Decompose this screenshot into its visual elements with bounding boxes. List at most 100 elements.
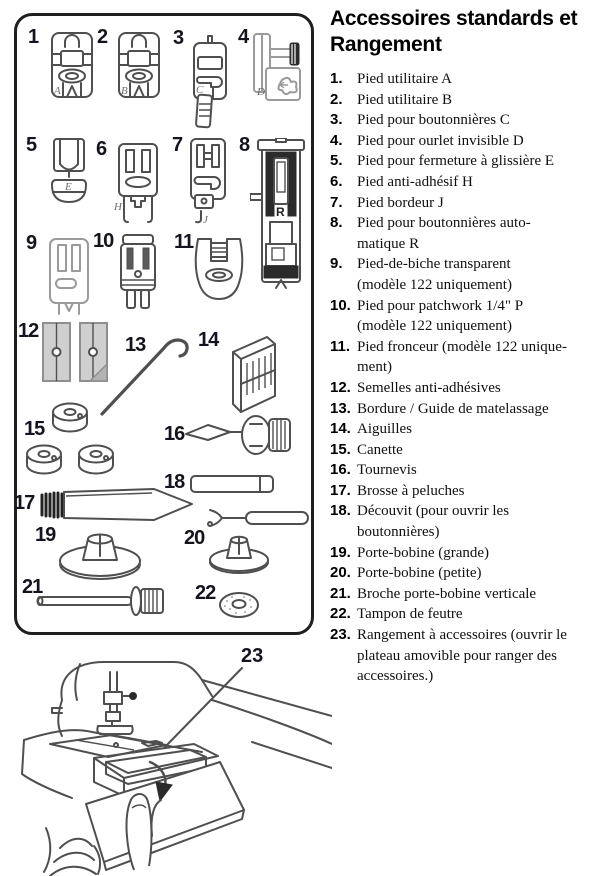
needles-case-icon — [232, 336, 276, 413]
list-item: 19. Porte-bobine (grande) — [330, 543, 601, 564]
list-item: 20.Porte-bobine (petite) — [330, 563, 601, 584]
item-text: Pied pour boutonnières auto- matique R — [357, 215, 531, 252]
diagram-number-6: 6 — [96, 138, 107, 160]
diagram-number-13: 13 — [125, 334, 146, 356]
nonstick-foot-h-icon: H — [113, 143, 158, 223]
item-number: 8. — [330, 214, 343, 232]
accessory-storage-figure — [21, 661, 332, 876]
spool-holder-large-icon — [59, 533, 141, 580]
item-text: Porte-bobine (petite) — [357, 565, 482, 582]
list-item: 22. Tampon de feutre — [330, 604, 601, 625]
item-text: Tournevis — [357, 462, 417, 479]
gathering-foot-icon — [194, 238, 244, 300]
list-item: 10. Pied pour patchwork 1/4" P (modèle 12… — [330, 296, 601, 337]
list-item: 9. Pied-de-biche transparent (modèle 122 … — [330, 254, 601, 295]
diagram-number-20: 20 — [184, 527, 205, 549]
diagram-number-22: 22 — [195, 582, 216, 604]
item-text: Canette — [357, 441, 403, 458]
list-item: 13. Bordure / Guide de matelassage — [330, 399, 601, 420]
diagram-number-1: 1 — [28, 26, 39, 48]
diagram-number-8: 8 — [239, 134, 250, 156]
item-number: 5. — [330, 152, 343, 170]
zipper-foot-e-icon: E — [51, 138, 87, 203]
list-item: 4. Pied pour ourlet invisible D — [330, 131, 601, 152]
item-number: 15. — [330, 440, 351, 458]
diagram-number-17: 17 — [14, 492, 35, 514]
foot-letter: D — [256, 86, 265, 98]
edging-foot-j-icon: J — [190, 138, 226, 226]
transparent-foot-icon — [49, 238, 89, 315]
utility-foot-a-icon: A — [51, 32, 93, 98]
diagram-number-2: 2 — [97, 26, 108, 48]
item-text: Rangement à accessoires (ouvrir le plate… — [357, 627, 567, 685]
item-number: 12. — [330, 378, 351, 396]
diagram-number-7: 7 — [172, 134, 183, 156]
diagram-number-9: 9 — [26, 232, 37, 254]
item-number: 18. — [330, 502, 351, 520]
item-text: Broche porte-bobine verticale — [357, 585, 537, 602]
blind-hem-foot-d-icon: D — [253, 33, 301, 101]
spool-holder-small-icon — [209, 535, 269, 574]
list-item: 16.Tournevis — [330, 460, 601, 481]
item-number: 9. — [330, 255, 343, 273]
item-text: Pied anti-adhésif H — [357, 173, 473, 190]
nonstick-soles-icon — [42, 322, 108, 382]
item-text: Pied pour ourlet invisible D — [357, 132, 524, 149]
vertical-spool-pin-icon — [36, 586, 164, 616]
item-number: 22. — [330, 605, 351, 623]
list-item: 15. Canette — [330, 440, 601, 461]
item-number: 3. — [330, 111, 343, 129]
item-number: 17. — [330, 481, 351, 499]
foot-letter: C — [196, 84, 204, 96]
item-text: Porte-bobine (grande) — [357, 544, 490, 561]
list-item: 21.Broche porte-bobine verticale — [330, 584, 601, 605]
item-text: Pied utilitaire B — [357, 91, 452, 108]
item-text: Pied utilitaire A — [357, 71, 452, 87]
item-text: Pied pour boutonnières C — [357, 112, 510, 129]
patchwork-foot-p-icon — [120, 234, 156, 309]
list-item: 14. Aiguilles — [330, 419, 601, 440]
diagram-number-21: 21 — [22, 576, 43, 598]
item-number: 11. — [330, 337, 351, 355]
item-number: 7. — [330, 193, 343, 211]
item-number: 19. — [330, 543, 351, 561]
list-item: 1. Pied utilitaire A — [330, 69, 601, 90]
list-item: 11.Pied fronceur (modèle 122 unique- men… — [330, 337, 601, 378]
item-text: Tampon de feutre — [357, 606, 463, 623]
item-number: 13. — [330, 399, 351, 417]
seam-ripper-icon — [190, 475, 309, 527]
item-text: Aiguilles — [357, 421, 412, 438]
foot-letter: A — [53, 85, 61, 97]
foot-letter: R — [276, 205, 285, 219]
foot-letter: E — [64, 181, 72, 193]
bobbins-icon — [26, 402, 114, 475]
list-item: 8. Pied pour boutonnières auto- matique R — [330, 213, 601, 254]
list-item: 23.Rangement à accessoires (ouvrir le pl… — [330, 625, 601, 687]
item-text: Bordure / Guide de matelassage — [357, 400, 549, 417]
item-text: Pied pour patchwork 1/4" P (modèle 122 u… — [357, 297, 524, 335]
item-number: 14. — [330, 420, 351, 438]
figure-number-23: 23 — [241, 645, 264, 667]
item-text: Découvit (pour ouvrir les boutonnières) — [357, 503, 510, 541]
item-number: 1. — [330, 70, 343, 87]
buttonhole-foot-c-icon: C — [193, 35, 227, 129]
item-text: Pied-de-biche transparent (modèle 122 un… — [357, 256, 512, 293]
list-item: 6. Pied anti-adhésif H — [330, 172, 601, 193]
foot-letter: B — [121, 85, 128, 97]
page-title: Accessoires standards et Rangement — [330, 7, 578, 56]
item-number: 6. — [330, 172, 343, 190]
diagram-number-16: 16 — [164, 423, 185, 445]
screwdriver-icon — [185, 415, 291, 455]
list-item: 7. Pied bordeur J — [330, 193, 601, 214]
item-number: 4. — [330, 131, 343, 149]
list-item: 2.Pied utilitaire B — [330, 90, 601, 111]
lint-brush-icon — [40, 488, 193, 521]
diagram-number-5: 5 — [26, 134, 37, 156]
diagram-number-18: 18 — [164, 471, 185, 493]
foot-letter: J — [203, 214, 209, 226]
item-number: 10. — [330, 296, 351, 314]
list-item: 18. Découvit (pour ouvrir les boutonnière… — [330, 501, 601, 542]
item-text: Pied bordeur J — [357, 194, 444, 211]
item-text: Brosse à peluches — [357, 482, 465, 499]
